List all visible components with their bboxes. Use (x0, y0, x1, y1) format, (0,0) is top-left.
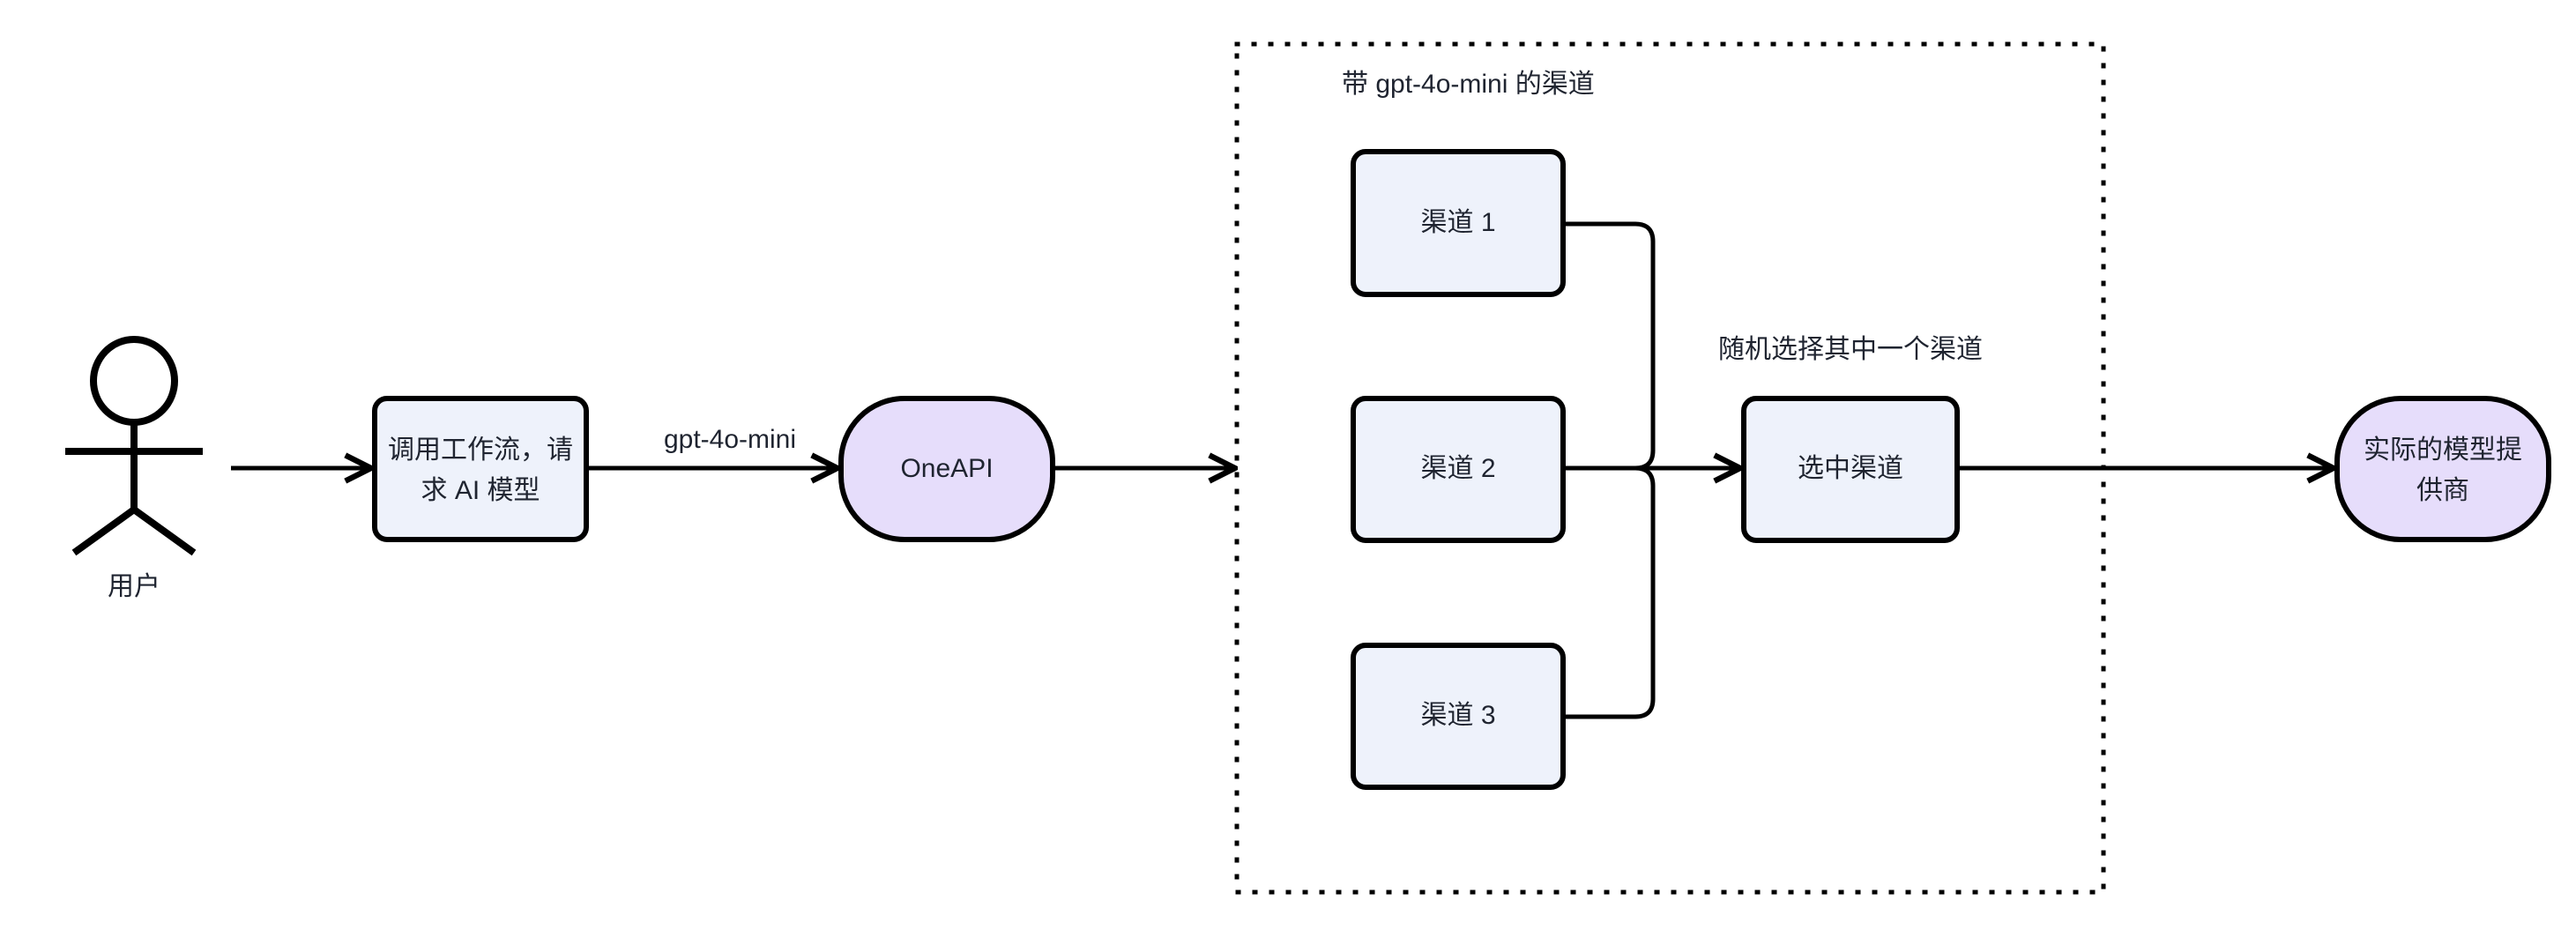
node-channel-2-label: 渠道 2 (1420, 454, 1495, 483)
node-oneapi-label: OneAPI (900, 454, 993, 483)
actor-label: 用户 (108, 572, 160, 601)
node-workflow-call-line1: 调用工作流，请 (388, 436, 573, 465)
node-channel-3-label: 渠道 3 (1420, 701, 1495, 730)
channel-group-label: 带 gpt-4o-mini 的渠道 (1342, 70, 1595, 99)
node-workflow-call[interactable] (372, 396, 589, 542)
node-selected-channel[interactable] (1741, 396, 1960, 543)
edge-label-random-pick: 随机选择其中一个渠道 (1718, 335, 1983, 364)
node-model-provider[interactable] (2334, 396, 2551, 542)
edge-channel-3-to-selected (1563, 465, 1656, 719)
stick-figure-actor-icon (65, 336, 203, 556)
edge-channel-1-to-selected (1563, 221, 1656, 471)
node-channel-1-label: 渠道 1 (1420, 208, 1495, 237)
node-selected-channel-label: 选中渠道 (1798, 454, 1903, 483)
node-model-provider-line2: 供商 (2416, 476, 2469, 505)
node-model-provider-line1: 实际的模型提 (2364, 436, 2522, 465)
node-workflow-call-line2: 求 AI 模型 (421, 476, 540, 505)
edge-label-model-name: gpt-4o-mini (664, 425, 796, 454)
